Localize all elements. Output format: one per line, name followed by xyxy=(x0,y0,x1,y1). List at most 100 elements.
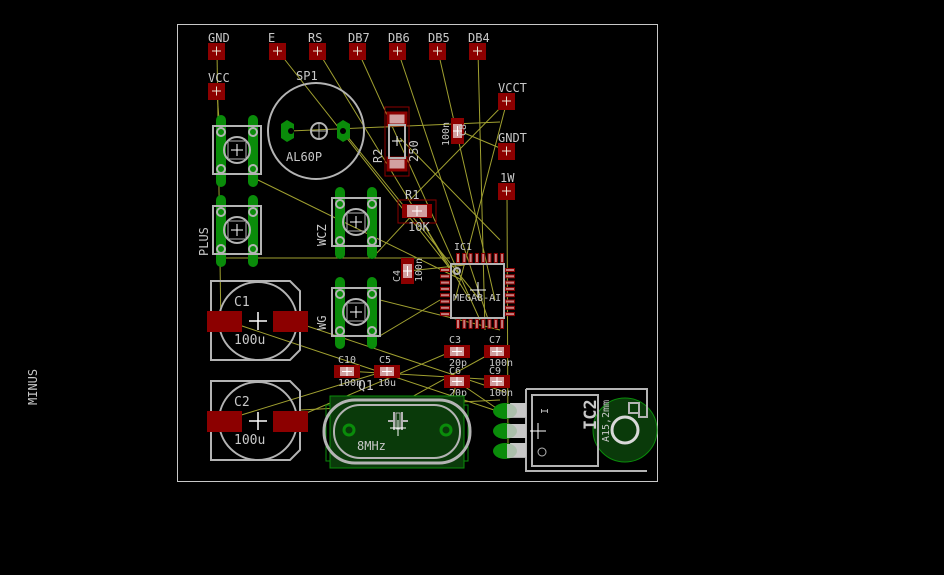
button-wcz[interactable] xyxy=(331,187,381,259)
ic1-pin-inner xyxy=(441,281,449,284)
ic1-pin-inner xyxy=(506,287,514,290)
capacitor-value: 10u xyxy=(378,378,396,389)
resistor-r1[interactable]: R1 10K xyxy=(397,188,437,234)
button-label-wcz: WCZ xyxy=(315,224,329,246)
capacitor-c9[interactable]: C9 100n xyxy=(484,366,513,399)
pad-1w[interactable]: 1W xyxy=(498,171,515,200)
capacitor-c3[interactable]: C3 20p xyxy=(444,335,470,369)
ic1-pin-inner xyxy=(441,287,449,290)
pad-rs[interactable]: RS xyxy=(308,31,326,60)
capacitor-value: 20p xyxy=(449,358,467,369)
pad-label: 1W xyxy=(500,171,515,185)
ic1-pin-inner xyxy=(441,269,449,271)
pad-db7[interactable]: DB7 xyxy=(348,31,370,60)
capacitor-c8[interactable]: 100n C8 xyxy=(441,118,469,146)
ic1-pin-inner xyxy=(482,254,485,262)
ic1-pin-inner xyxy=(506,313,514,316)
capacitor-name: C3 xyxy=(449,335,461,346)
ic1-pin-inner xyxy=(475,320,478,328)
ic1-pin-inner xyxy=(494,254,497,262)
button-plus[interactable] xyxy=(212,195,262,267)
ic1-pin-inner xyxy=(506,294,514,297)
resistor-name: R1 xyxy=(405,188,419,202)
ic1-pin-inner xyxy=(463,320,466,328)
capacitor-name: C10 xyxy=(338,355,356,366)
capacitor-value: 100n xyxy=(338,378,362,389)
pad-db4[interactable]: DB4 xyxy=(468,31,490,60)
capacitor-value: 20p xyxy=(449,388,467,399)
capacitor-value: 100n xyxy=(489,388,513,399)
button-minus[interactable]: MINUS xyxy=(26,115,262,405)
capacitor-value: 100n xyxy=(414,258,425,282)
pad-e[interactable]: E xyxy=(268,31,286,60)
capacitor-c5[interactable]: C5 10u xyxy=(374,355,400,389)
buzzer-value: AL60P xyxy=(286,150,322,164)
ic1-pin-inner xyxy=(501,254,504,262)
ic1-pin-inner xyxy=(463,254,466,262)
crystal-name: Q1 xyxy=(358,379,374,394)
resistor-r2[interactable]: R2 250 xyxy=(371,106,421,177)
ic1-mega8[interactable]: IC1 MEGA8-AI xyxy=(440,242,515,329)
capacitor-value: 100n xyxy=(489,358,513,369)
capacitor-name: C7 xyxy=(489,335,501,346)
crystal-value: 8MHz xyxy=(357,439,386,453)
capacitor-name: C5 xyxy=(379,355,391,366)
resistor-value: 10K xyxy=(408,220,430,234)
ic1-pin-inner xyxy=(469,320,472,328)
capacitor-name: C9 xyxy=(489,366,501,377)
capacitor-c10[interactable]: C10 100n xyxy=(334,355,362,389)
pad-label: GNDT xyxy=(498,131,527,145)
button-label: MINUS xyxy=(26,369,40,405)
pad-gndt[interactable]: GNDT xyxy=(498,131,527,160)
capacitor-c6[interactable]: C6 20p xyxy=(444,366,470,399)
capacitor-name: C2 xyxy=(234,395,250,410)
button-label-wg: WG xyxy=(315,316,329,330)
button-wg[interactable] xyxy=(331,277,381,349)
capacitor-value: 100u xyxy=(234,433,265,448)
pad-label: E xyxy=(268,31,275,45)
ic1-pin-inner xyxy=(457,320,459,328)
capacitor-name: C6 xyxy=(449,366,461,377)
ic1-value: MEGA8-AI xyxy=(453,293,501,304)
pad-label: DB4 xyxy=(468,31,490,45)
heatsink-label: A15,2mm xyxy=(601,400,612,442)
resistor-value: 250 xyxy=(407,140,421,162)
buzzer-name: SP1 xyxy=(296,69,318,83)
capacitor-c4[interactable]: C4 100n xyxy=(392,258,425,284)
pad-vcc[interactable]: VCC xyxy=(208,71,230,100)
ic1-pin-inner xyxy=(441,306,449,309)
capacitor-name: C1 xyxy=(234,295,250,310)
buzzer-sp1[interactable]: SP1 AL60P xyxy=(267,69,365,180)
ic1-pin-inner xyxy=(457,254,459,262)
pad-db5[interactable]: DB5 xyxy=(428,31,450,60)
pad-label: DB7 xyxy=(348,31,370,45)
ic1-pin-inner xyxy=(441,313,449,316)
pad-db6[interactable]: DB6 xyxy=(388,31,410,60)
pad-label: VCC xyxy=(208,71,230,85)
crystal-q1[interactable]: Q1 8MHz xyxy=(322,379,472,469)
ic1-pin-inner xyxy=(441,275,449,278)
ic1-pin-inner xyxy=(488,254,491,262)
ic1-name: IC1 xyxy=(454,242,472,253)
capacitor-name: C4 xyxy=(392,270,403,282)
ic1-pin-inner xyxy=(506,281,514,284)
ic1-pin-inner xyxy=(469,254,472,262)
pad-gnd[interactable]: GND xyxy=(208,31,230,60)
ic1-pin-inner xyxy=(494,320,497,328)
capacitor-c2[interactable]: C2 100u xyxy=(207,380,308,461)
pad-label: VCCT xyxy=(498,81,527,95)
regulator-name: IC2 xyxy=(581,399,601,430)
pad-vcct[interactable]: VCCT xyxy=(498,81,527,110)
ic1-pin-inner xyxy=(441,300,449,303)
pin-mark-input: I xyxy=(540,408,551,414)
capacitor-c1[interactable]: C1 100u xyxy=(207,280,308,361)
regulator-ic2[interactable]: I IC2 A15,2mm xyxy=(493,388,658,472)
pad-label: GND xyxy=(208,31,230,45)
capacitor-value: 100n xyxy=(441,122,452,146)
ic1-pin-inner xyxy=(501,320,504,328)
ic1-pin-inner xyxy=(441,294,449,297)
ic1-pins xyxy=(440,253,515,329)
board-outline xyxy=(177,24,658,482)
capacitor-c7[interactable]: C7 100n xyxy=(484,335,513,369)
